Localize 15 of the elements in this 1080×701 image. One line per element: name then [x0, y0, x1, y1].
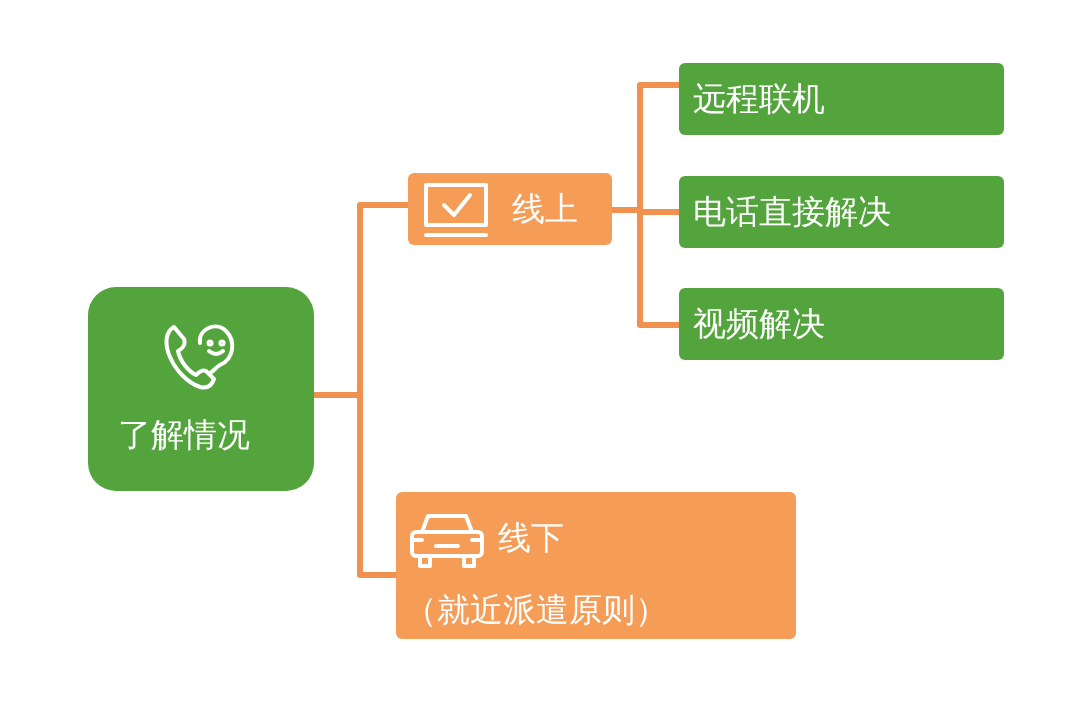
- node-label: 电话直接解决: [693, 192, 891, 232]
- node-label: 视频解决: [693, 304, 825, 344]
- branch-box: [408, 173, 612, 245]
- topic-box: [88, 287, 314, 491]
- node-note: （就近派遣原则）: [404, 590, 668, 630]
- branch-box: [396, 492, 796, 639]
- leaf-box: [679, 288, 1004, 360]
- leaf-box: [679, 176, 1004, 248]
- node-label: 线上: [512, 189, 578, 229]
- connector-line: [612, 207, 679, 328]
- node-label: 远程联机: [693, 79, 825, 119]
- node-label: 线下: [498, 518, 564, 558]
- leaf-box: [679, 63, 1004, 135]
- node-label: 了解情况: [118, 415, 250, 455]
- connector-line: [314, 392, 396, 578]
